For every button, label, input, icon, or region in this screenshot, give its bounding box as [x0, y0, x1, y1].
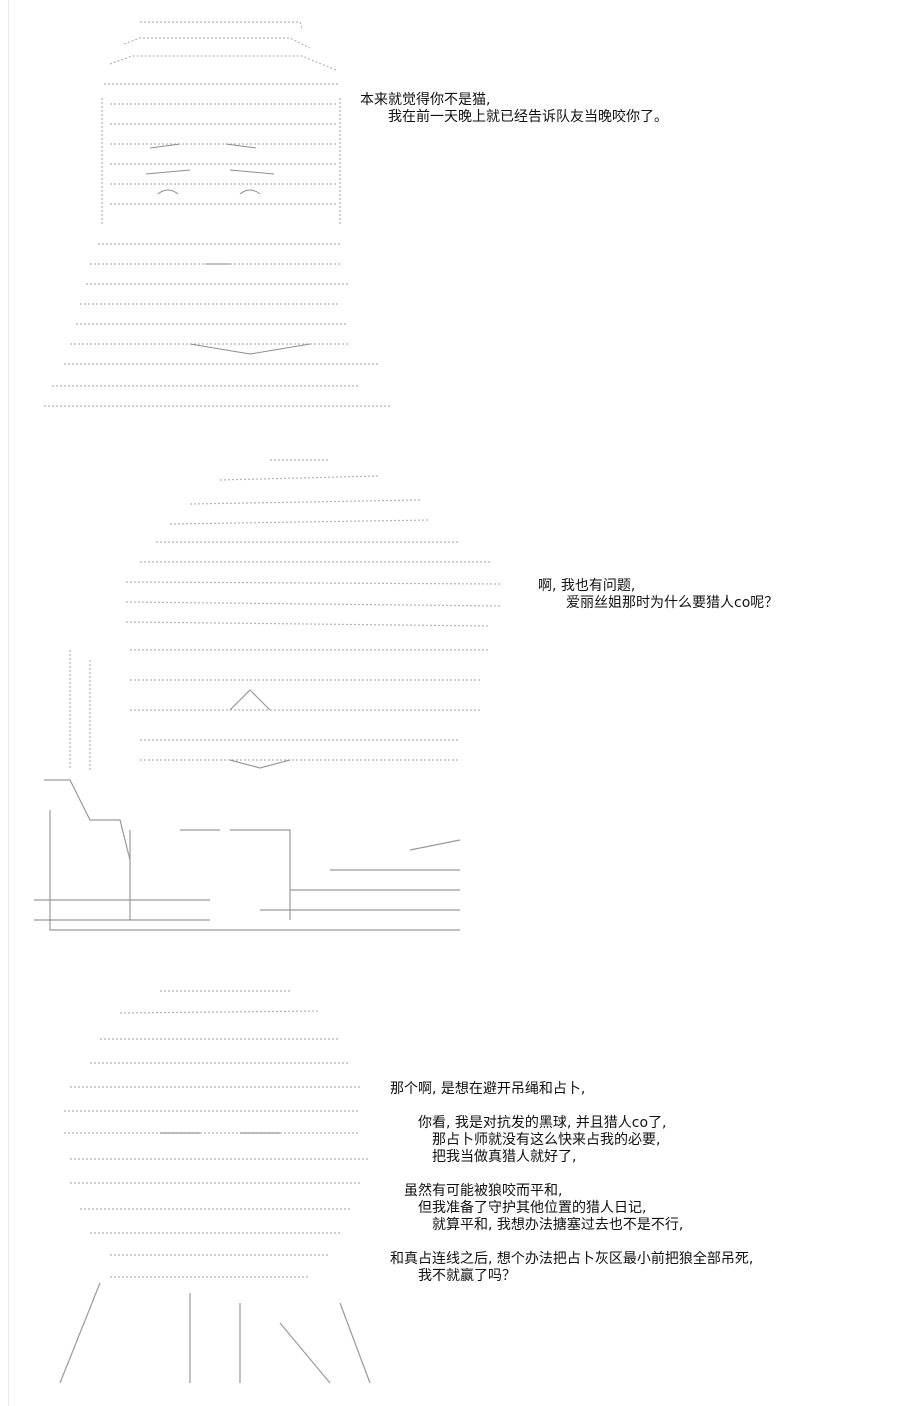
- panel-3: 那个啊, 是想在避开吊绳和占卜, 你看, 我是对抗发的黑球, 并且猎人co了, …: [0, 975, 900, 1395]
- dialogue-line: 本来就觉得你不是猫,: [360, 92, 491, 108]
- dialogue-line: [390, 1234, 753, 1251]
- ascii-art-girl-with-hat: [30, 450, 520, 940]
- dialogue-line: 虽然有可能被狼咬而平和,: [390, 1183, 563, 1199]
- ascii-art-girl-with-hat-drawing: [34, 459, 501, 931]
- panel-3-dialogue: 那个啊, 是想在避开吊绳和占卜, 你看, 我是对抗发的黑球, 并且猎人co了, …: [390, 1081, 753, 1285]
- panel-1-dialogue: 本来就觉得你不是猫, 我在前一天晚上就已经告诉队友当晚咬你了。: [360, 92, 668, 126]
- panel-2: 啊, 我也有问题, 爱丽丝姐那时为什么要猎人co呢？: [0, 440, 900, 950]
- dialogue-line: 那个啊, 是想在避开吊绳和占卜,: [390, 1081, 586, 1097]
- dialogue-line: 爱丽丝姐那时为什么要猎人co呢？: [538, 595, 779, 611]
- dialogue-line: [390, 1098, 753, 1115]
- dialogue-line: 把我当做真猎人就好了,: [390, 1149, 577, 1165]
- dialogue-line: 但我准备了守护其他位置的猎人日记,: [390, 1200, 647, 1216]
- dialogue-line: 啊, 我也有问题,: [538, 578, 636, 594]
- dialogue-line: [390, 1166, 753, 1183]
- ascii-art-girl-short-hair-drawing: [59, 990, 371, 1384]
- dialogue-line: 你看, 我是对抗发的黑球, 并且猎人co了,: [390, 1115, 667, 1131]
- dialogue-line: 我在前一天晚上就已经告诉队友当晚咬你了。: [360, 109, 668, 125]
- ascii-art-girl-short-hair: [40, 983, 390, 1388]
- ascii-art-girl-long-hair: [40, 14, 400, 416]
- dialogue-line: 我不就赢了吗？: [390, 1268, 516, 1284]
- dialogue-line: 和真占连线之后, 想个办法把占卜灰区最小前把狼全部吊死,: [390, 1251, 754, 1267]
- dialogue-line: 就算平和, 我想办法搪塞过去也不是不行,: [390, 1217, 684, 1233]
- panel-1: 本来就觉得你不是猫, 我在前一天晚上就已经告诉队友当晚咬你了。: [0, 0, 900, 430]
- panel-2-dialogue: 啊, 我也有问题, 爱丽丝姐那时为什么要猎人co呢？: [538, 578, 778, 612]
- page-edge-line: [8, 0, 9, 1406]
- ascii-art-girl-long-hair-drawing: [44, 21, 390, 407]
- dialogue-line: 那占卜师就没有这么快来占我的必要,: [390, 1132, 661, 1148]
